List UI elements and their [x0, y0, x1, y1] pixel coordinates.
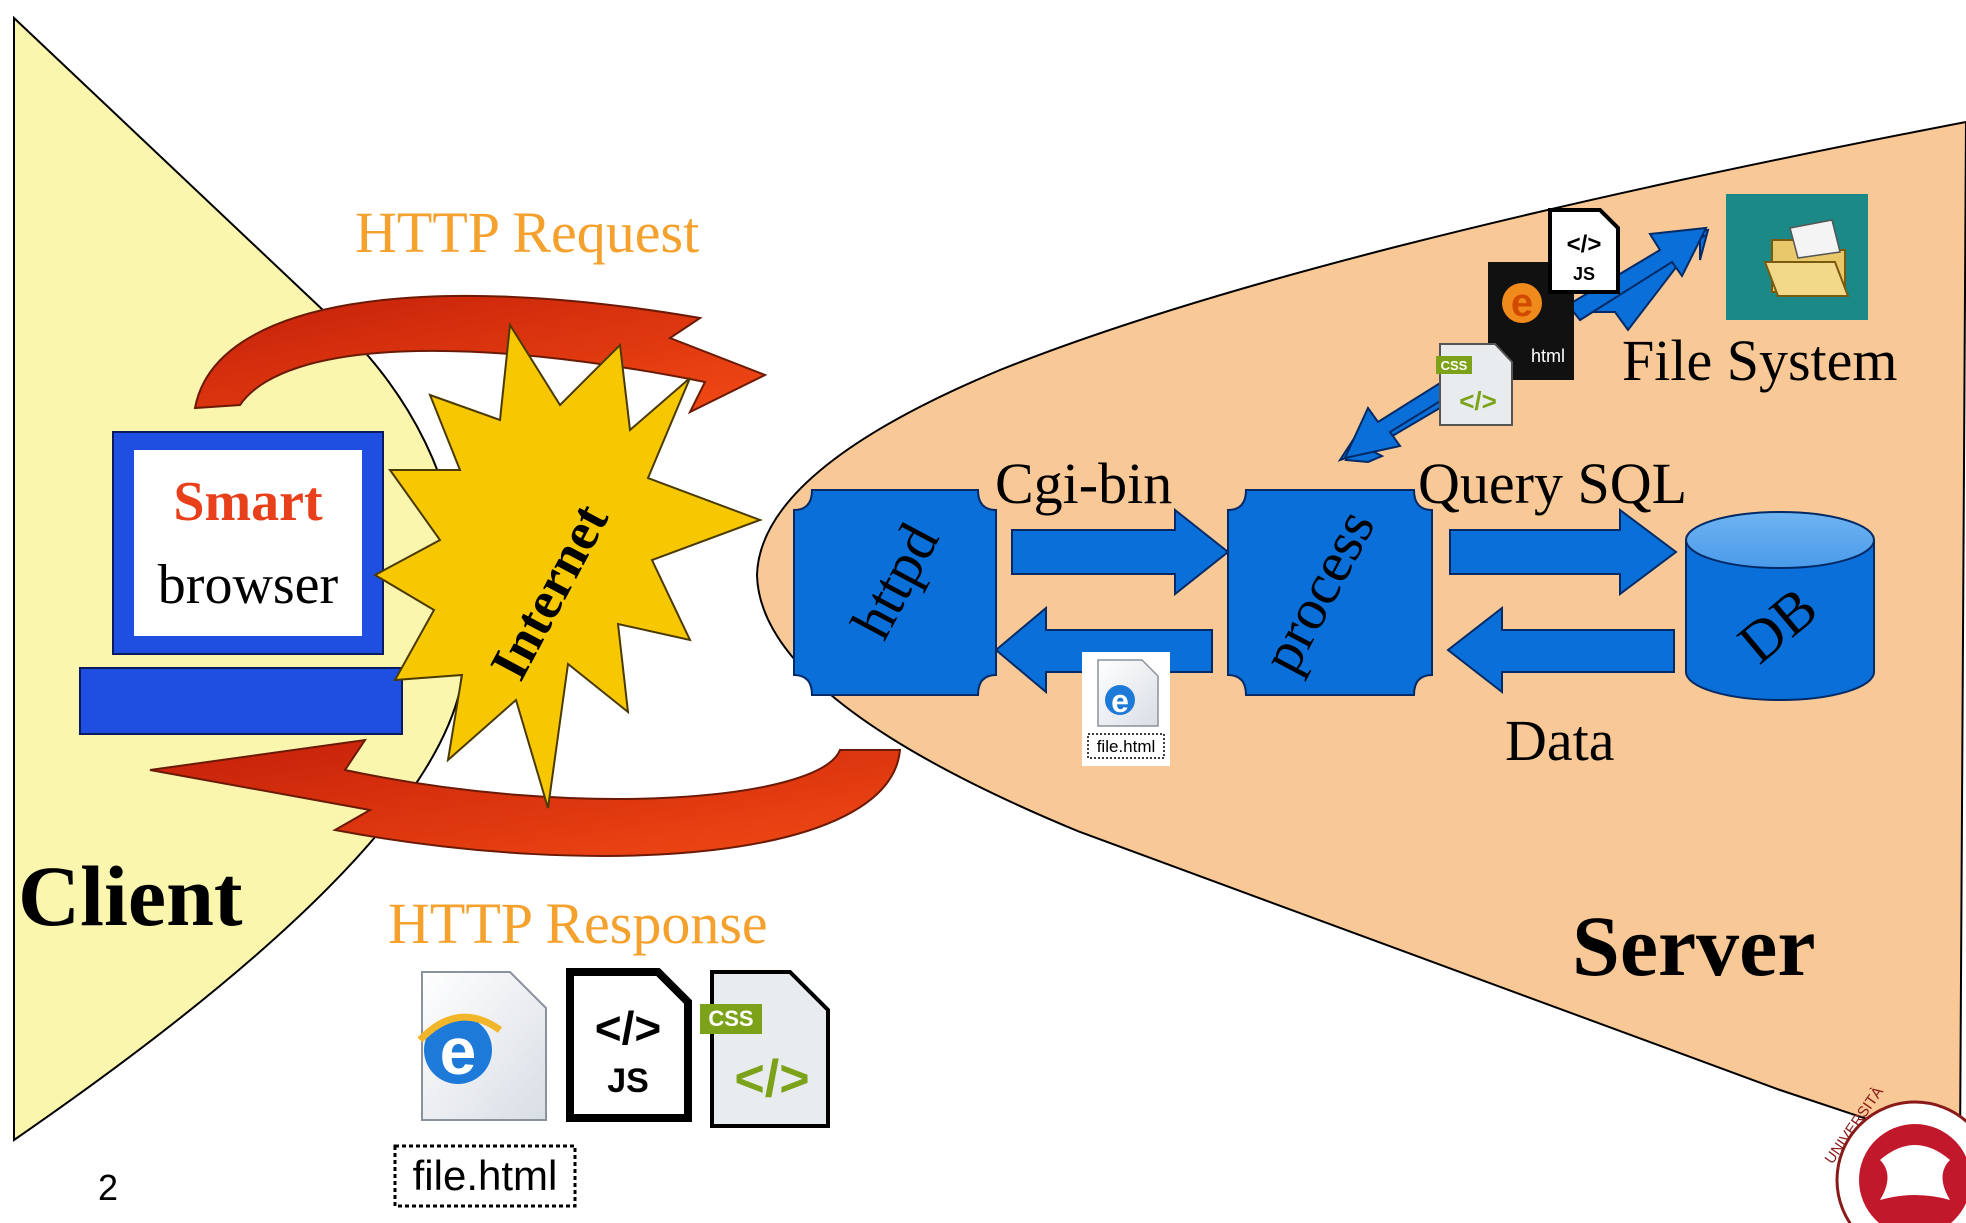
http-request-arrow	[193, 294, 768, 415]
server-label: Server	[1572, 898, 1816, 994]
data-arrow	[1446, 605, 1675, 695]
response-html-file-icon: e file.html	[393, 971, 577, 1208]
file-system-label: File System	[1622, 328, 1898, 393]
browser-label: browser	[158, 554, 339, 616]
db-cylinder: DB	[1685, 511, 1875, 701]
folder-icon	[1726, 194, 1868, 320]
middle-html-caption: file.html	[1097, 737, 1156, 756]
svg-text:e: e	[1511, 281, 1533, 325]
fs-js-label: JS	[1573, 264, 1595, 284]
fs-js-tag: </>	[1567, 231, 1602, 258]
cgi-bin-arrow	[1011, 507, 1230, 597]
httpd-node: httpd	[793, 489, 997, 696]
internet-burst: Internet	[372, 322, 763, 809]
client-label: Client	[18, 848, 243, 944]
response-css-file-icon: CSS </>	[700, 970, 830, 1128]
fs-css-tag: </>	[1459, 386, 1497, 416]
smart-label: Smart	[173, 471, 323, 533]
filesystem-response-arrow	[1337, 378, 1457, 464]
svg-text:e: e	[1111, 683, 1129, 719]
response-js-file-icon: </> JS	[566, 968, 692, 1122]
query-sql-label: Query SQL	[1418, 451, 1687, 516]
fs-js-file-icon: </> JS	[1548, 208, 1620, 294]
response-js-tag: </>	[595, 1002, 662, 1054]
filesystem-request-arrow	[1566, 226, 1710, 332]
computer-icon: Smart browser	[79, 431, 403, 735]
http-response-label: HTTP Response	[388, 891, 768, 956]
response-js-label: JS	[607, 1062, 649, 1100]
process-node: process	[1227, 489, 1433, 696]
query-sql-arrow	[1449, 508, 1678, 596]
middle-html-file-icon: e file.html	[1082, 652, 1170, 766]
http-request-label: HTTP Request	[355, 200, 699, 265]
svg-text:e: e	[440, 1014, 477, 1088]
page-number: 2	[98, 1167, 118, 1208]
response-css-tag: </>	[734, 1050, 809, 1108]
data-label: Data	[1505, 708, 1615, 773]
response-css-label: CSS	[708, 1006, 753, 1031]
fs-css-label: CSS	[1441, 358, 1468, 373]
cgi-bin-label: Cgi-bin	[995, 451, 1172, 516]
response-html-caption: file.html	[413, 1152, 558, 1199]
fs-css-file-icon: CSS </>	[1436, 343, 1513, 426]
http-response-arrow	[149, 738, 902, 857]
fs-html-caption: html	[1531, 346, 1565, 366]
